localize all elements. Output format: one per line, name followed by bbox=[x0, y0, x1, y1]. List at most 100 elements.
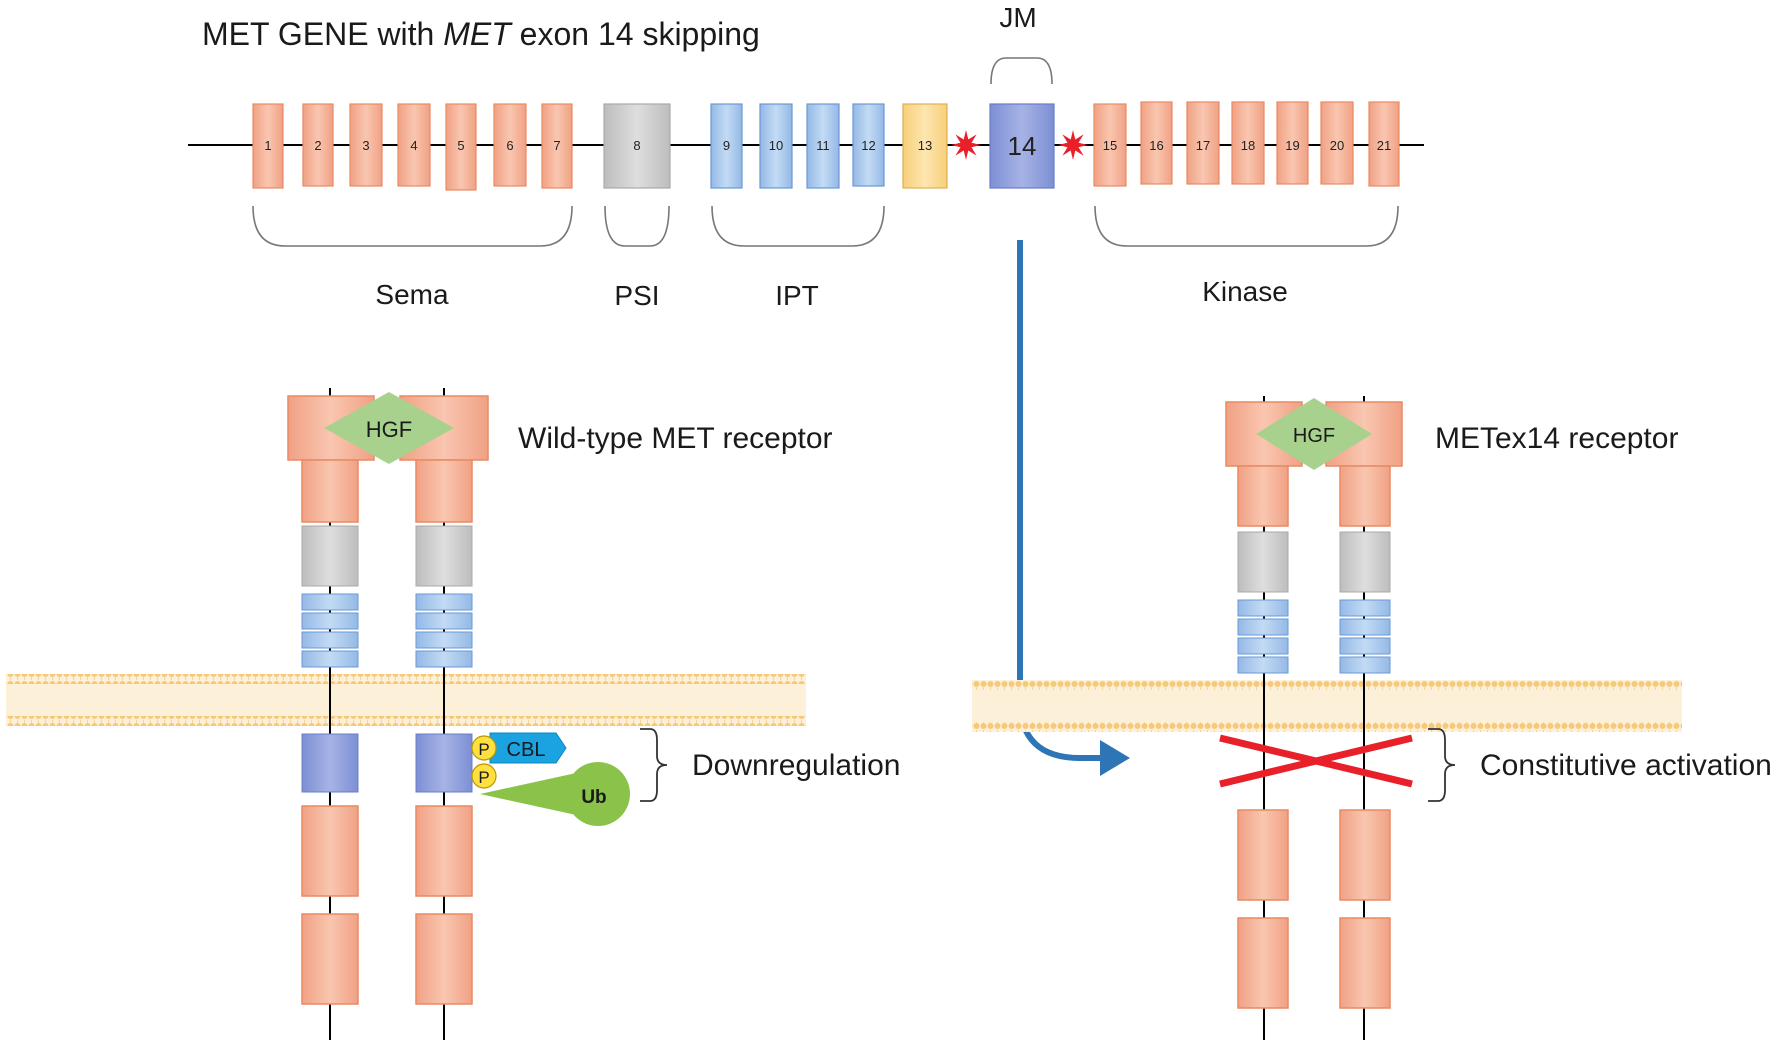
mx-right-ipt bbox=[1339, 618, 1391, 636]
wt-right-ipt bbox=[415, 593, 473, 611]
exon-7-box bbox=[541, 103, 573, 189]
wt-outcome-brace bbox=[640, 728, 668, 802]
mx-left-kinase-1 bbox=[1237, 809, 1289, 901]
wt-cbl-label: CBL bbox=[507, 739, 546, 761]
wt-ubiquitin-tail bbox=[480, 770, 590, 818]
exon-9-box bbox=[710, 103, 743, 189]
mx-left-ipt bbox=[1237, 618, 1289, 636]
mx-left-ipt bbox=[1237, 599, 1289, 617]
exon-15-label: 15 bbox=[1103, 138, 1117, 153]
exon-19-label: 19 bbox=[1285, 138, 1299, 153]
exon-1-box bbox=[252, 103, 284, 189]
mx-right-kinase-1 bbox=[1339, 809, 1391, 901]
mx-left-kinase-2 bbox=[1237, 917, 1289, 1009]
mx-hgf-ligand bbox=[1256, 398, 1372, 470]
exon-20-box bbox=[1320, 101, 1354, 185]
wt-ub-label: Ub bbox=[581, 787, 606, 808]
exon-18-box bbox=[1231, 101, 1265, 185]
psi-label: PSI bbox=[614, 280, 659, 311]
jm-label: JM bbox=[999, 2, 1036, 33]
wt-phospho-1-label: P bbox=[478, 740, 489, 759]
exon-18-label: 18 bbox=[1241, 138, 1255, 153]
exon-5-label: 5 bbox=[457, 138, 464, 153]
mx-outcome-brace bbox=[1428, 728, 1456, 802]
exon-20-label: 20 bbox=[1330, 138, 1344, 153]
exon-4-label: 4 bbox=[410, 138, 417, 153]
exon-14-box bbox=[989, 103, 1055, 189]
exon-11-box bbox=[806, 103, 840, 189]
wt-left-kinase-1 bbox=[301, 805, 359, 897]
arrow-head-icon bbox=[1100, 740, 1130, 776]
mx-left-sema-stalk bbox=[1237, 465, 1289, 527]
exon-15-box bbox=[1093, 103, 1127, 187]
exon-12-label: 12 bbox=[861, 138, 875, 153]
mx-right-kinase-2 bbox=[1339, 917, 1391, 1009]
exon-14-label: 14 bbox=[1008, 131, 1037, 161]
exon-19-box bbox=[1276, 101, 1309, 185]
wt-right-sema-stalk bbox=[415, 459, 473, 523]
exon-6-label: 6 bbox=[506, 138, 513, 153]
wt-phospho-2-label: P bbox=[478, 768, 489, 787]
mx-right-psi bbox=[1339, 531, 1391, 593]
wt-ubiquitin bbox=[566, 762, 630, 826]
exon-6-box bbox=[493, 103, 527, 187]
mx-right-sema-stalk bbox=[1339, 465, 1391, 527]
exon-16-label: 16 bbox=[1149, 138, 1163, 153]
exon-4-box bbox=[397, 103, 431, 187]
wild-type-receptor: HGF Ub CBL bbox=[6, 388, 900, 1040]
exon-2-box bbox=[302, 103, 334, 187]
exon-13-label: 13 bbox=[918, 138, 932, 153]
mx-jm-absent-cross-icon bbox=[1219, 734, 1413, 788]
wt-hgf-label: HGF bbox=[366, 417, 412, 442]
exon-13-box bbox=[902, 103, 948, 189]
exon-9-label: 9 bbox=[723, 138, 730, 153]
wt-left-kinase-2 bbox=[301, 913, 359, 1005]
mx-receptor-label: METex14 receptor bbox=[1435, 422, 1678, 455]
splice-site-mutation-icon bbox=[1058, 130, 1088, 160]
wt-right-ipt bbox=[415, 612, 473, 630]
exon-5-box bbox=[445, 103, 477, 191]
wt-left-sema-stalk bbox=[301, 459, 359, 523]
mx-right-ipt bbox=[1339, 656, 1391, 674]
mx-membrane-bottom-lipids bbox=[972, 722, 1682, 732]
wt-left-psi bbox=[301, 525, 359, 587]
wt-left-ipt bbox=[301, 650, 359, 668]
exon-8-label: 8 bbox=[633, 138, 640, 153]
metex14-receptor: HGF METex14 receptor Constitutive activa… bbox=[972, 396, 1772, 1040]
exon-2-label: 2 bbox=[314, 138, 321, 153]
sema-bracket bbox=[252, 205, 573, 247]
exon-1-label: 1 bbox=[264, 138, 271, 153]
kinase-bracket bbox=[1094, 205, 1399, 247]
wt-right-psi bbox=[415, 525, 473, 587]
exon-8-box bbox=[603, 103, 671, 189]
exon-3-box bbox=[349, 103, 383, 187]
wt-membrane-top-lipids bbox=[6, 674, 806, 684]
mx-left-ipt bbox=[1237, 656, 1289, 674]
exon-3-label: 3 bbox=[362, 138, 369, 153]
ipt-bracket bbox=[711, 205, 885, 247]
exon-12-box bbox=[852, 103, 885, 187]
exon-16-box bbox=[1140, 101, 1173, 185]
exon-10-label: 10 bbox=[769, 138, 783, 153]
mx-hgf-label: HGF bbox=[1293, 425, 1335, 447]
wt-outcome-label: Downregulation bbox=[692, 749, 900, 782]
mx-membrane-top-lipids bbox=[972, 680, 1682, 690]
wt-left-jm bbox=[301, 733, 359, 793]
mx-outcome-label: Constitutive activation bbox=[1480, 749, 1772, 782]
wt-right-ipt bbox=[415, 650, 473, 668]
kinase-label: Kinase bbox=[1202, 276, 1288, 307]
sema-label: Sema bbox=[375, 279, 449, 310]
exon-21-box bbox=[1368, 101, 1400, 187]
mx-left-ipt bbox=[1237, 637, 1289, 655]
wt-hgf-ligand bbox=[324, 392, 454, 464]
wt-phospho-2 bbox=[471, 763, 497, 789]
exon-17-box bbox=[1186, 101, 1220, 185]
mx-left-psi bbox=[1237, 531, 1289, 593]
wt-phospho-1 bbox=[471, 735, 497, 761]
mx-right-ipt bbox=[1339, 599, 1391, 617]
psi-bracket bbox=[604, 205, 670, 247]
wt-left-ipt bbox=[301, 631, 359, 649]
wt-left-ipt bbox=[301, 593, 359, 611]
jm-bracket bbox=[990, 57, 1053, 85]
